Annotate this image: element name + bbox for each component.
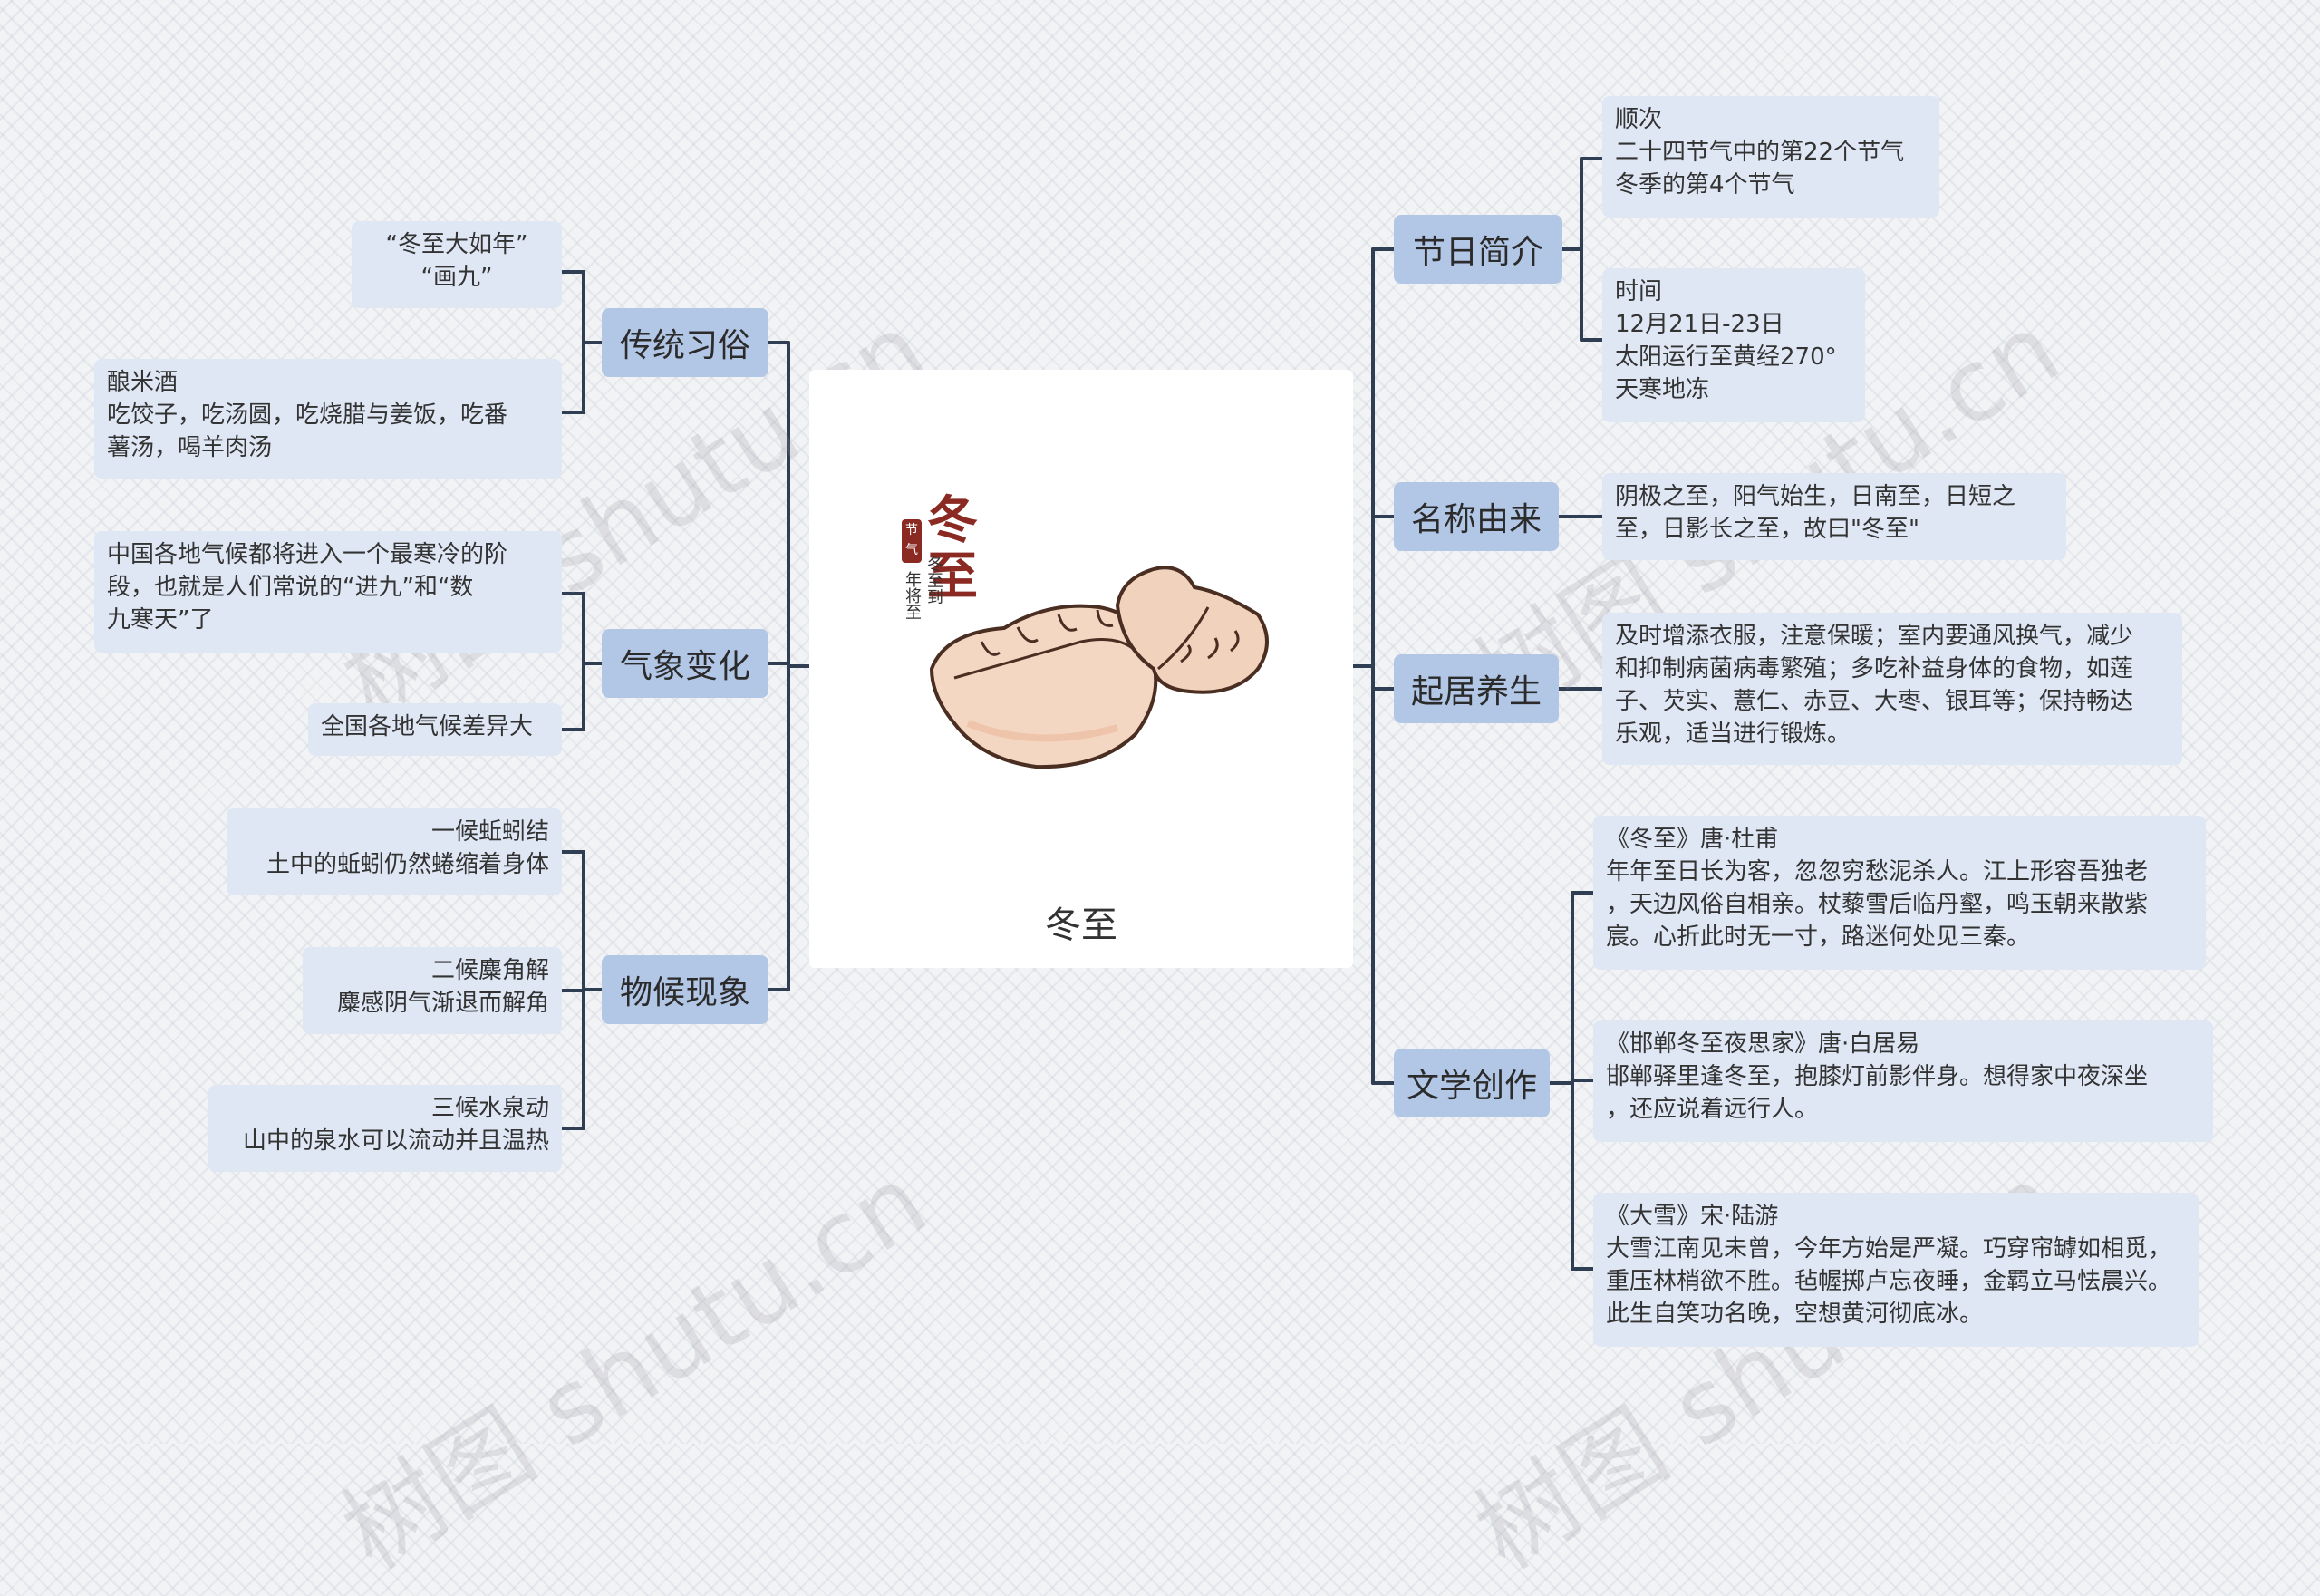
logo-subtitle-2: 年将至 — [903, 571, 922, 620]
connector-lines — [560, 157, 1604, 1271]
leaf-weather-diff[interactable]: 全国各地气候差异大 — [308, 703, 562, 756]
logo-title: 冬至 — [927, 490, 978, 606]
leaf-poem-dufu[interactable]: 《冬至》唐·杜甫 年年至日长为客，忽忽穷愁泥杀人。江上形容吾独老 ，天边风俗自相… — [1593, 816, 2206, 970]
topic-label: 气象变化 — [619, 648, 750, 685]
topic-festival-intro[interactable]: 节日简介 — [1394, 215, 1562, 284]
leaf-phenology-2[interactable]: 二候麋角解 麋感阴气渐退而解角 — [303, 947, 562, 1034]
leaf-phenology-1[interactable]: 一候蚯蚓结 土中的蚯蚓仍然蜷缩着身体 — [227, 808, 562, 895]
topic-label: 起居养生 — [1410, 673, 1542, 711]
leaf-weather-cold[interactable]: 中国各地气候都将进入一个最寒冷的阶 段，也就是人们常说的“进九”和“数 九寒天”… — [94, 531, 562, 653]
topic-label: 物候现象 — [619, 974, 750, 1011]
topic-label: 名称由来 — [1410, 501, 1542, 538]
leaf-intro-time[interactable]: 时间 12月21日-23日 太阳运行至黄经270° 天寒地冻 — [1602, 268, 1865, 422]
seal-stamp — [902, 519, 922, 563]
topic-phenology[interactable]: 物候现象 — [602, 955, 768, 1024]
leaf-customs-food[interactable]: 酿米酒 吃饺子，吃汤圆，吃烧腊与姜饭，吃番 薯汤，喝羊肉汤 — [94, 359, 562, 479]
topic-label: 文学创作 — [1406, 1068, 1537, 1105]
central-topic-title: 冬至 — [1045, 904, 1117, 946]
leaf-customs-sayings[interactable]: “冬至大如年” “画九” — [352, 221, 562, 308]
topic-label: 传统习俗 — [619, 327, 750, 364]
topic-weather-change[interactable]: 气象变化 — [602, 629, 768, 698]
dumpling-illustration — [902, 519, 1269, 769]
dumpling-icon — [1115, 566, 1269, 694]
logo-subtitle-1: 冬至到 — [924, 556, 943, 605]
logo-seal-text: 节气 — [905, 523, 918, 557]
topic-health-living[interactable]: 起居养生 — [1394, 654, 1559, 723]
leaf-health-advice[interactable]: 及时增添衣服，注意保暖；室内要通风换气，减少 和抑制病菌病毒繁殖；多吃补益身体的… — [1602, 613, 2182, 765]
leaf-poem-luyou[interactable]: 《大雪》宋·陆游 大雪江南见未曾，今年方始是严凝。巧穿帘罅如相觅， 重压林梢欲不… — [1593, 1193, 2199, 1347]
leaf-phenology-3[interactable]: 三候水泉动 山中的泉水可以流动并且温热 — [208, 1085, 562, 1172]
leaf-intro-order[interactable]: 顺次 二十四节气中的第22个节气 冬季的第4个节气 — [1602, 96, 1939, 218]
topic-name-origin[interactable]: 名称由来 — [1394, 482, 1559, 551]
dumpling-icon — [929, 604, 1158, 769]
leaf-name-origin[interactable]: 阴极之至，阳气始生，日南至，日短之 至，日影长之至，故曰"冬至" — [1602, 473, 2066, 560]
central-topic[interactable]: 冬至 节气 冬至到 年将至 冬至 — [809, 370, 1353, 968]
topic-label: 节日简介 — [1412, 234, 1543, 271]
topic-literature[interactable]: 文学创作 — [1394, 1049, 1550, 1117]
topic-traditional-customs[interactable]: 传统习俗 — [602, 308, 768, 377]
leaf-poem-baijuyi[interactable]: 《邯郸冬至夜思家》唐·白居易 邯郸驿里逢冬至，抱膝灯前影伴身。想得家中夜深坐 ，… — [1593, 1020, 2213, 1142]
